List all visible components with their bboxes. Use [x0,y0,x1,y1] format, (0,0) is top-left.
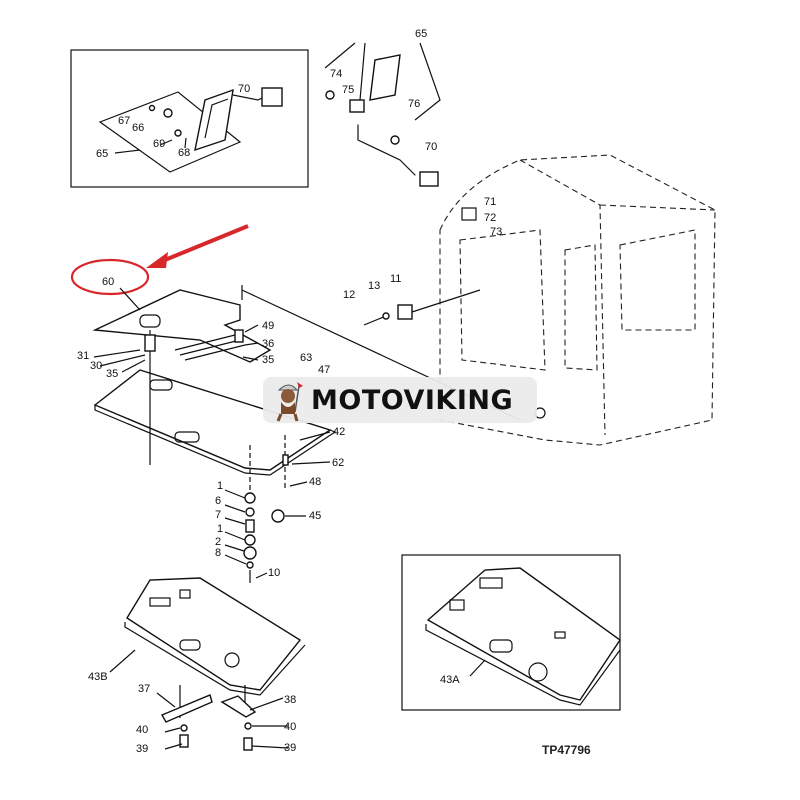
part-label: 70 [238,83,250,95]
highlight-annotation [70,224,249,296]
part-label: 68 [178,147,190,159]
part-label: 38 [284,694,296,706]
part-label: 45 [309,510,321,522]
part-label: 63 [300,352,312,364]
part-label: 6 [215,495,221,507]
plate-43a-inset [401,554,621,711]
part-labels: 70 67 66 65 69 68 65 74 75 76 70 71 72 7… [77,28,502,755]
part-label: 43B [88,671,108,683]
highlight-arrow [159,224,249,264]
part-label: 65 [415,28,427,40]
floor-plate-assembly [92,285,521,583]
part-label: 13 [368,280,380,292]
part-label: 10 [268,567,280,579]
part-label: 12 [343,289,355,301]
part-label: 67 [118,115,130,127]
part-label: 69 [153,138,165,150]
part-label: 62 [332,457,344,469]
part-label: 48 [309,476,321,488]
part-label: 42 [333,426,345,438]
drawing-code: TP47796 [542,743,591,757]
part-label: 66 [132,122,144,134]
part-label: 75 [342,84,354,96]
part-label: 40 [284,721,296,733]
part-label: 36 [262,338,274,350]
part-label: 8 [215,547,221,559]
part-label: 72 [484,212,496,224]
part-label: 1 [217,523,223,535]
part-label: 30 [90,360,102,372]
plate-43b [124,577,306,751]
cab-outline [439,154,716,446]
part-label: 39 [284,742,296,754]
part-label: 11 [390,273,401,285]
latch-parts [363,289,481,326]
highlight-circle [70,258,150,296]
part-label: 40 [136,724,148,736]
watermark-banner: MOTOVIKING [263,377,537,423]
part-label: 70 [425,141,437,153]
part-label: 2 [215,536,221,548]
viking-logo-icon [276,382,303,422]
part-label: 7 [215,509,221,521]
part-label: 60 [102,276,114,288]
part-label: 31 [77,350,89,362]
part-label: 71 [484,196,496,208]
part-label: 47 [318,364,330,376]
part-label: 65 [96,148,108,160]
part-label: 76 [408,98,420,110]
part-label: 1 [217,480,223,492]
watermark-text: MOTOVIKING [311,384,514,416]
part-label: 43A [440,674,460,686]
part-label: 39 [136,743,148,755]
mirror-assembly [324,42,441,187]
part-label: 35 [262,354,274,366]
part-label: 74 [330,68,342,80]
part-label: 49 [262,320,274,332]
mirror-inset [70,49,309,188]
part-label: 73 [490,226,502,238]
part-label: 35 [106,368,118,380]
part-label: 37 [138,683,150,695]
leader-lines [93,137,486,750]
